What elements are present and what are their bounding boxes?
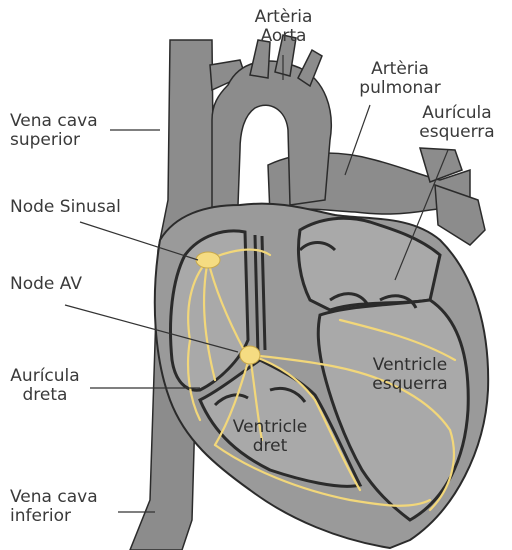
label-vena-cava-inferior: Vena cava inferior	[10, 488, 98, 526]
label-ventricle-esquerra: Ventricle esquerra	[360, 356, 460, 394]
label-vena-cava-superior: Vena cava superior	[10, 112, 98, 150]
label-arteria-aorta: Artèria Aorta	[236, 8, 331, 46]
label-node-sinusal: Node Sinusal	[10, 198, 121, 217]
label-node-av: Node AV	[10, 275, 82, 294]
sinoatrial-node	[196, 252, 220, 268]
label-arteria-pulmonar: Artèria pulmonar	[355, 60, 445, 98]
pulmonary-vein-right	[435, 185, 485, 245]
label-auricula-esquerra: Aurícula esquerra	[412, 104, 502, 142]
label-ventricle-dret: Ventricle dret	[225, 418, 315, 456]
label-auricula-dreta: Aurícula dreta	[5, 367, 85, 405]
av-node	[240, 346, 260, 364]
